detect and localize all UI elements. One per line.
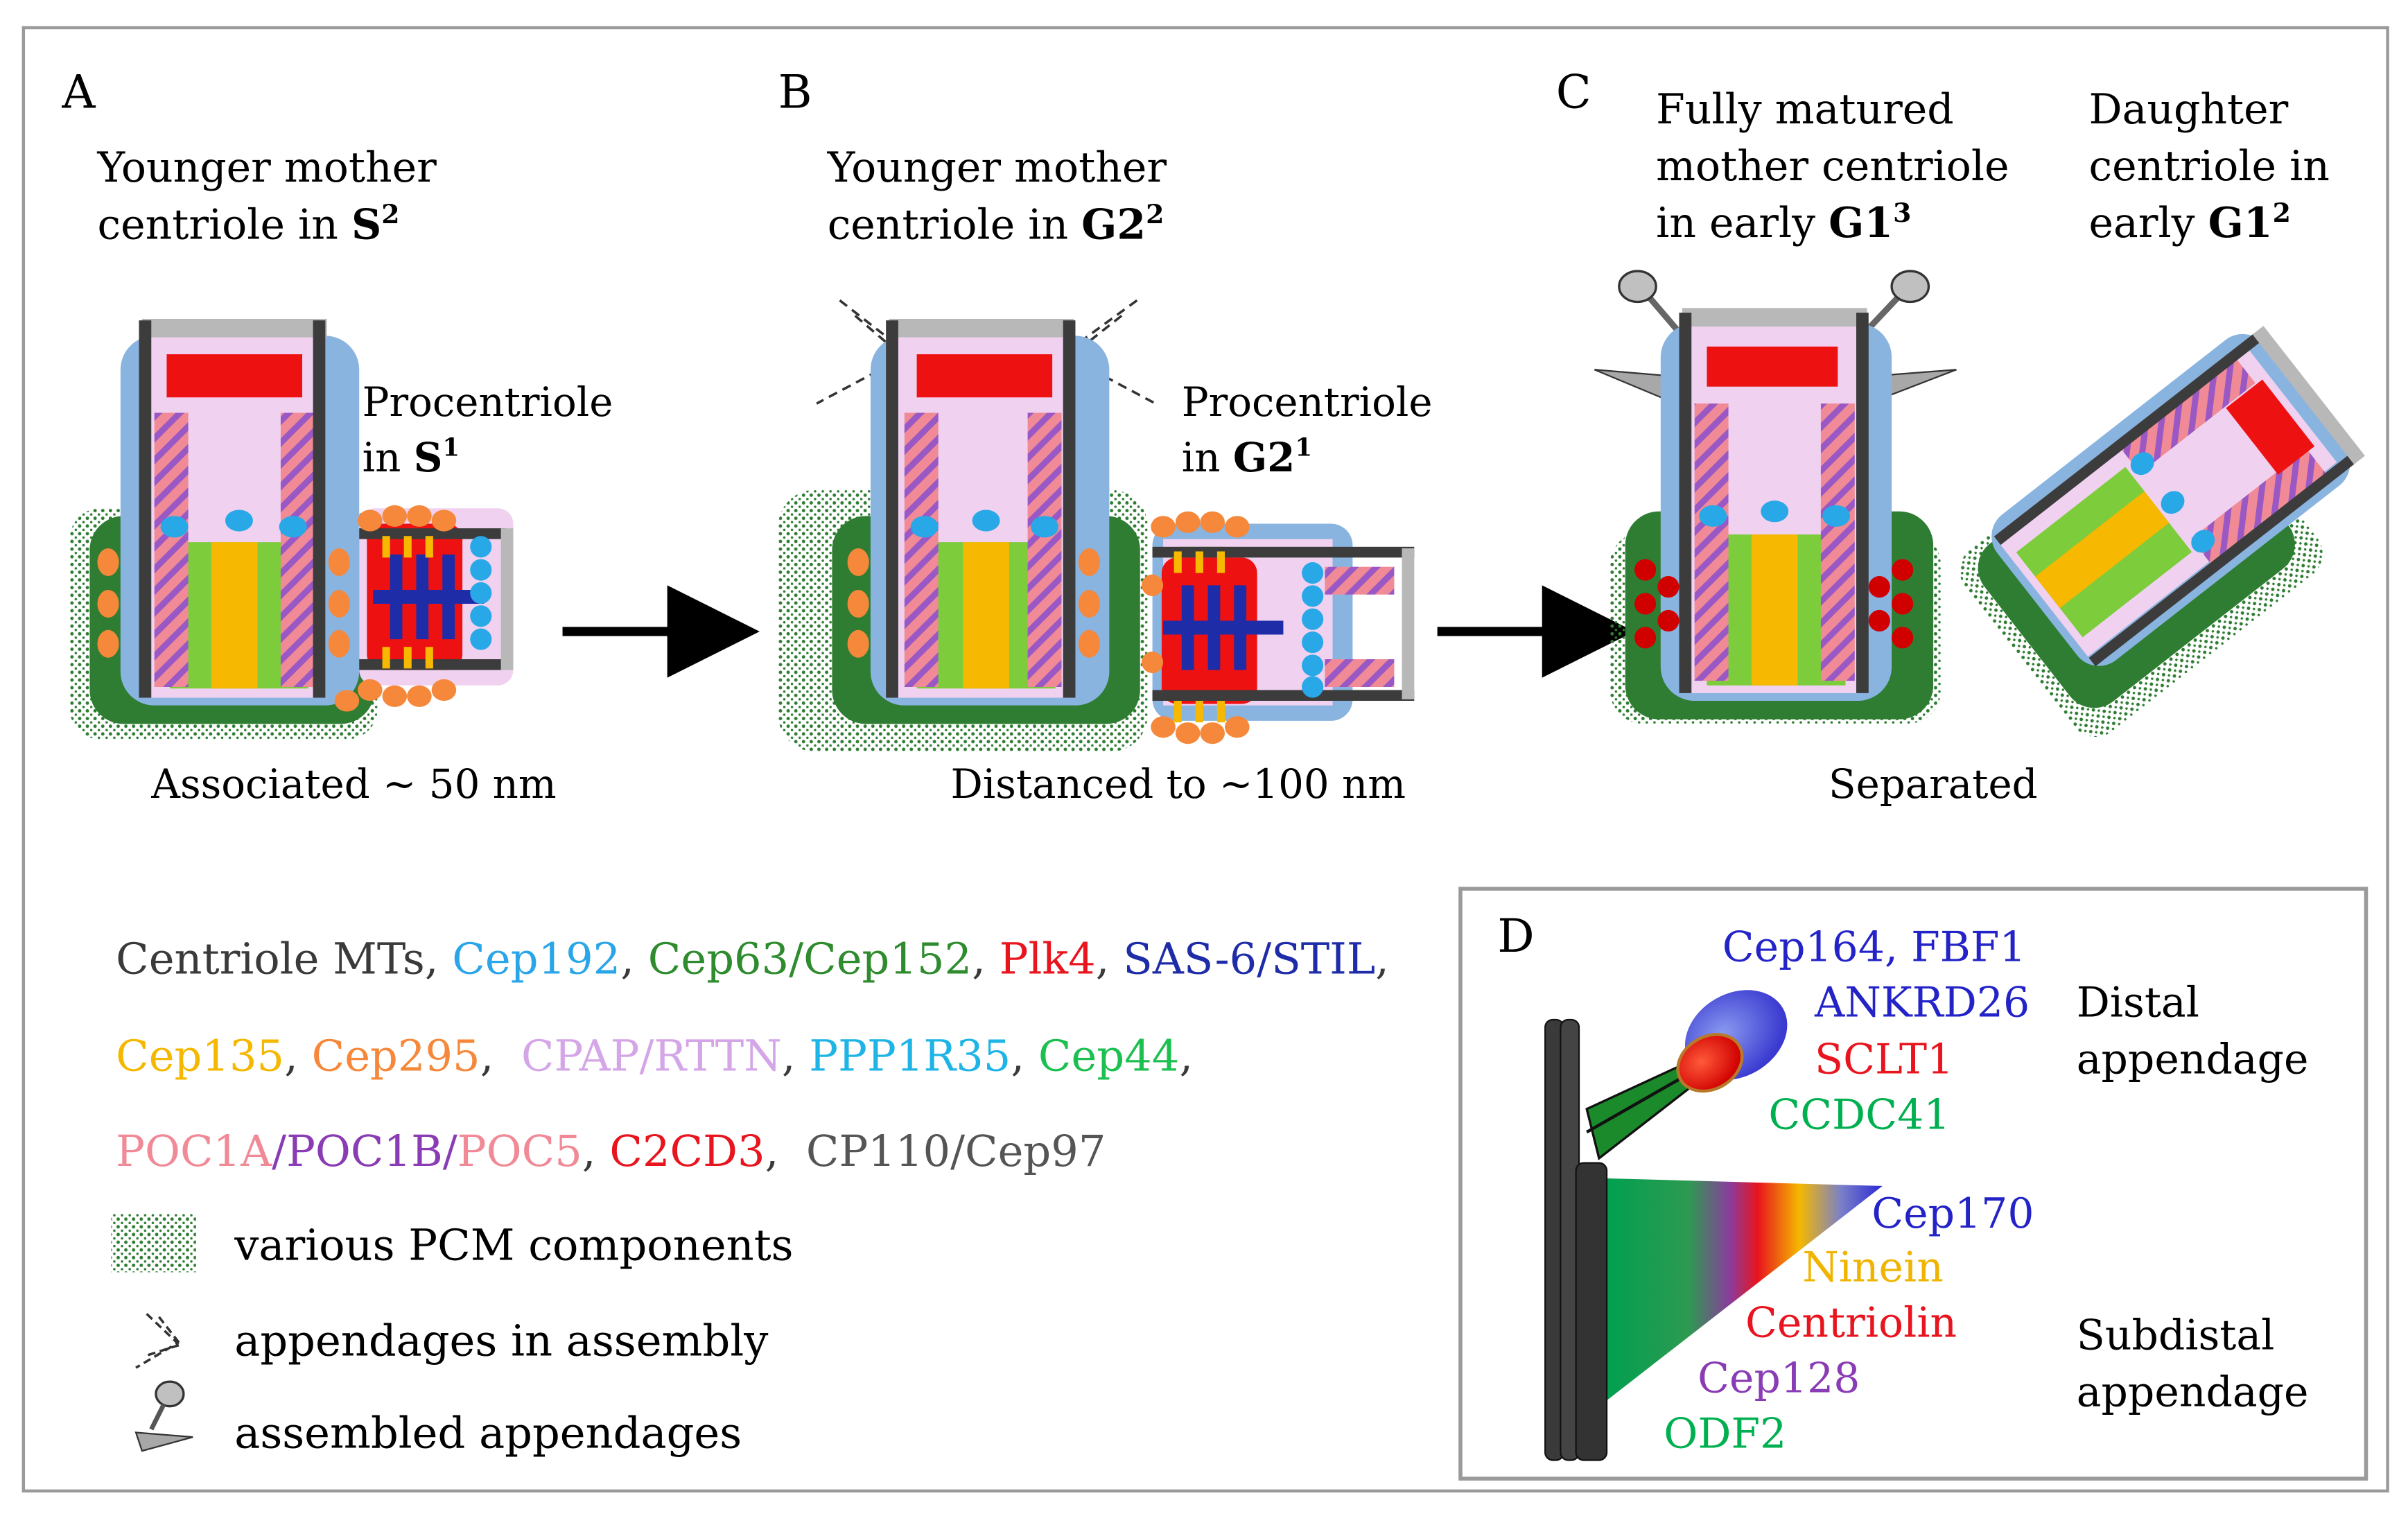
protein-ccdc41: CCDC41 <box>1768 1091 1950 1140</box>
legend-item: POC1B <box>286 1126 443 1176</box>
panel-d: D Cep164, FBF1 ANKRD26 SCLT1 CCDC41 Dist… <box>1458 887 2368 1481</box>
legend-item: , <box>425 933 453 984</box>
panel-d-letter: D <box>1497 909 1534 963</box>
legend-item: POC5 <box>457 1126 582 1176</box>
centriole-wall <box>1544 1018 1608 1461</box>
legend-item: PPP1R35 <box>809 1030 1011 1081</box>
subdistal-label-1: Subdistal <box>2077 1311 2275 1359</box>
panel-a-letter: A <box>61 65 96 119</box>
panel-a-title: Younger mother <box>96 143 437 192</box>
panel-b-caption: Distanced to ~100 nm <box>950 760 1406 808</box>
panel-b-procentriole-label: Procentriole <box>1182 378 1433 426</box>
protein-cep128: Cep128 <box>1698 1354 1860 1403</box>
panel-a: A Younger mother centriole in S2 <box>61 65 613 808</box>
protein-cep164: Cep164, FBF1 <box>1722 923 2026 972</box>
legend-item: / <box>443 1126 457 1176</box>
legend-item: , <box>782 1030 810 1081</box>
panel-c: C Fully matured mother centriole in earl… <box>1556 65 2365 808</box>
panel-a-procentriole-label: Procentriole <box>363 378 613 426</box>
appendage-assembly-icon <box>135 1313 183 1369</box>
panel-a-caption: Associated ~ 50 nm <box>150 760 556 808</box>
legend-item: , <box>1011 1030 1038 1081</box>
legend-item: CP110/Cep97 <box>806 1126 1106 1176</box>
legend-item: / <box>272 1126 286 1176</box>
assembled-appendage-icon <box>134 1380 193 1452</box>
legend-line-1: Centriole MTs, Cep192, Cep63/Cep152, Plk… <box>116 933 1389 984</box>
panel-c-caption: Separated <box>1829 760 2038 808</box>
panel-b-letter: B <box>778 65 812 119</box>
legend-item: , <box>620 933 648 984</box>
legend-item: Cep192 <box>452 933 620 984</box>
legend-assembled-label: assembled appendages <box>234 1408 742 1458</box>
mother-centriole <box>97 318 360 706</box>
panel-c-daughter-label-2: centriole in <box>2089 142 2330 191</box>
legend-line-3: POC1A/POC1B/POC5, C2CD3, CP110/Cep97 <box>116 1126 1106 1176</box>
legend-item: C2CD3 <box>609 1126 765 1176</box>
legend-assembly-label: appendages in assembly <box>234 1315 768 1366</box>
panel-a-procentriole-label-2: in S1 <box>363 434 460 481</box>
legend-item: , <box>1375 933 1389 984</box>
distal-label-1: Distal <box>2077 979 2199 1027</box>
legend-item: Cep44 <box>1038 1030 1179 1081</box>
panel-b: B Younger mother centriole in G22 <box>778 65 1433 808</box>
legend-item: , <box>284 1030 312 1081</box>
procentriole <box>1142 511 1415 744</box>
legend-item: Cep135 <box>116 1030 284 1081</box>
panel-c-letter: C <box>1556 65 1591 119</box>
legend-item: , <box>480 1030 521 1081</box>
legend-item: , <box>1179 1030 1193 1081</box>
legend-item: Cep295 <box>312 1030 480 1081</box>
outer-frame <box>21 26 2389 1493</box>
legend-item: , <box>582 1126 610 1176</box>
panel-c-daughter-label-3: early G12 <box>2089 198 2291 247</box>
protein-odf2: ODF2 <box>1664 1410 1786 1458</box>
legend-item: Cep63/Cep152 <box>648 933 972 984</box>
legend-item: , <box>1096 933 1124 984</box>
panel-c-daughter-label: Daughter <box>2089 85 2289 134</box>
procentriole <box>334 505 514 712</box>
daughter-centriole <box>1960 326 2365 738</box>
panel-a-title-2: centriole in S2 <box>97 199 399 249</box>
legend-item: Plk4 <box>1000 933 1096 984</box>
protein-sclt1: SCLT1 <box>1815 1036 1953 1084</box>
legend-item: , <box>972 933 1000 984</box>
panel-c-mother-label-2: mother centriole <box>1656 142 2009 191</box>
pcm-swatch <box>111 1213 196 1273</box>
protein-ninein: Ninein <box>1802 1244 1944 1292</box>
legend-item: , <box>765 1126 806 1176</box>
distal-red-blob <box>1676 1033 1744 1093</box>
legend-line-2: Cep135, Cep295, CPAP/RTTN, PPP1R35, Cep4… <box>116 1030 1193 1081</box>
panel-c-mother-label-3: in early G13 <box>1656 198 1911 247</box>
panel-c-mother-label: Fully matured <box>1656 85 1954 134</box>
legend: Centriole MTs, Cep192, Cep63/Cep152, Plk… <box>111 933 1389 1458</box>
legend-item: SAS-6/STIL <box>1123 933 1375 984</box>
legend-item: CPAP/RTTN <box>521 1030 782 1081</box>
mother-centriole <box>1634 308 1914 702</box>
panel-b-title: Younger mother <box>827 143 1167 192</box>
mother-centriole <box>847 318 1110 706</box>
panel-b-title-2: centriole in G22 <box>828 199 1164 249</box>
subdistal-label-2: appendage <box>2077 1368 2309 1417</box>
legend-item: Centriole MTs <box>116 933 425 984</box>
panel-b-procentriole-label-2: in G21 <box>1182 434 1312 481</box>
protein-cep170: Cep170 <box>1872 1190 2034 1238</box>
legend-pcm-label: various PCM components <box>234 1220 793 1271</box>
protein-centriolin: Centriolin <box>1745 1299 1957 1348</box>
legend-item: POC1A <box>116 1126 272 1176</box>
protein-ankrd26: ANKRD26 <box>1814 979 2030 1027</box>
distal-label-2: appendage <box>2077 1036 2309 1084</box>
subdistal-appendage-shape <box>1605 1178 1883 1402</box>
